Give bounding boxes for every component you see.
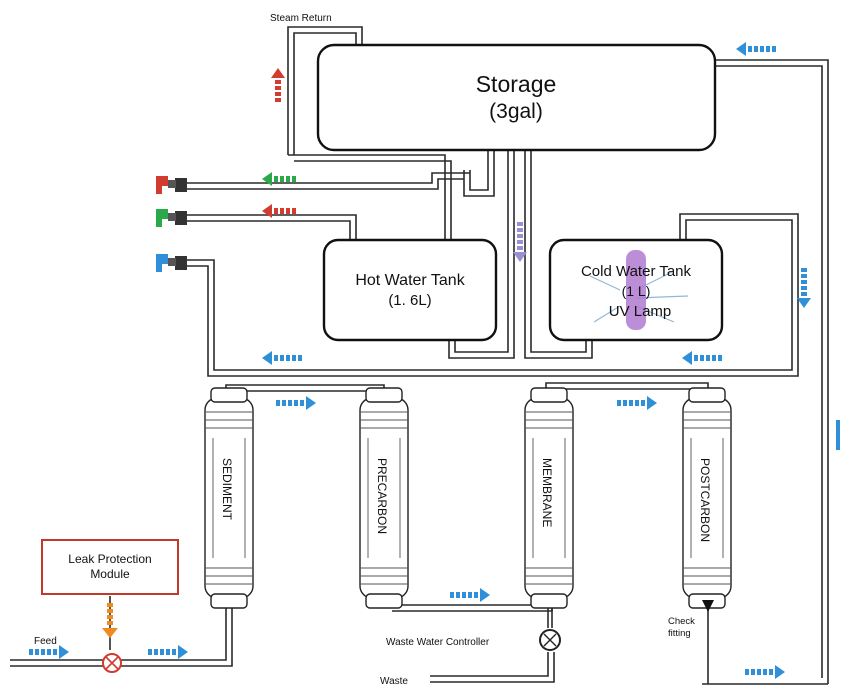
flow-arrows (29, 42, 840, 679)
flow-arrow-icon (745, 665, 785, 679)
leak-label-line2: Module (90, 567, 130, 581)
filter-label: POSTCARBON (698, 458, 712, 542)
filter-label: SEDIMENT (220, 458, 234, 521)
uv-lamp-label: UV Lamp (609, 303, 672, 320)
orange-down-arrow-icon (102, 603, 118, 638)
flow-arrow-icon (736, 42, 776, 56)
flow-arrow-icon (617, 396, 657, 410)
faucet-blue-icon[interactable] (156, 254, 187, 272)
flow-arrow-icon (148, 645, 188, 659)
feed-label: Feed (34, 636, 57, 647)
leak-label-line1: Leak Protection (68, 552, 151, 566)
hot-tank-title: Hot Water Tank (355, 272, 465, 289)
check-valve-icon (702, 600, 714, 612)
hot-water-tank: Hot Water Tank (1. 6L) (322, 238, 498, 342)
cold-water-tank: Cold Water Tank (1 L) UV Lamp (548, 238, 724, 342)
storage-capacity: (3gal) (489, 100, 543, 123)
check-fitting-label-1: Check (668, 616, 695, 627)
storage-title: Storage (476, 71, 557, 97)
check-fitting-label-2: fitting (668, 628, 691, 639)
solenoid-valve-icon (102, 653, 122, 673)
flow-arrow-icon (682, 351, 722, 365)
cold-tank-capacity: (1 L) (622, 283, 651, 299)
flow-arrow-icon (797, 268, 811, 308)
leak-protection-module: Leak Protection Module (41, 539, 179, 595)
flow-arrow-icon (29, 645, 69, 659)
filter-postcarbon: POSTCARBON (682, 387, 732, 609)
cold-tank-title: Cold Water Tank (581, 263, 692, 280)
flow-arrow-icon (262, 204, 296, 218)
waste-label: Waste (380, 676, 408, 686)
steam-return-label: Steam Return (270, 13, 332, 24)
filter-label: MEMBRANE (540, 458, 554, 527)
hot-tank-capacity: (1. 6L) (388, 292, 431, 309)
flow-arrow-icon (262, 351, 302, 365)
flow-arrow-icon (262, 172, 296, 186)
gauge-icon (539, 629, 561, 651)
flow-arrow-icon (513, 222, 527, 262)
filter-label: PRECARBON (375, 458, 389, 534)
filter-membrane: MEMBRANE (524, 387, 574, 609)
flow-arrow-icon (276, 396, 316, 410)
filter-precarbon: PRECARBON (359, 387, 409, 609)
faucet-red-icon[interactable] (156, 176, 187, 194)
flow-arrow-icon (271, 68, 285, 102)
waste-controller-label: Waste Water Controller (386, 637, 490, 648)
flow-arrow-icon (836, 420, 840, 450)
storage-tank: Storage (3gal) (316, 43, 717, 152)
filter-sediment: SEDIMENT (204, 387, 254, 609)
flow-arrow-icon (450, 588, 490, 602)
uv-lamp-icon (589, 250, 689, 330)
faucet-green-icon[interactable] (156, 209, 187, 227)
